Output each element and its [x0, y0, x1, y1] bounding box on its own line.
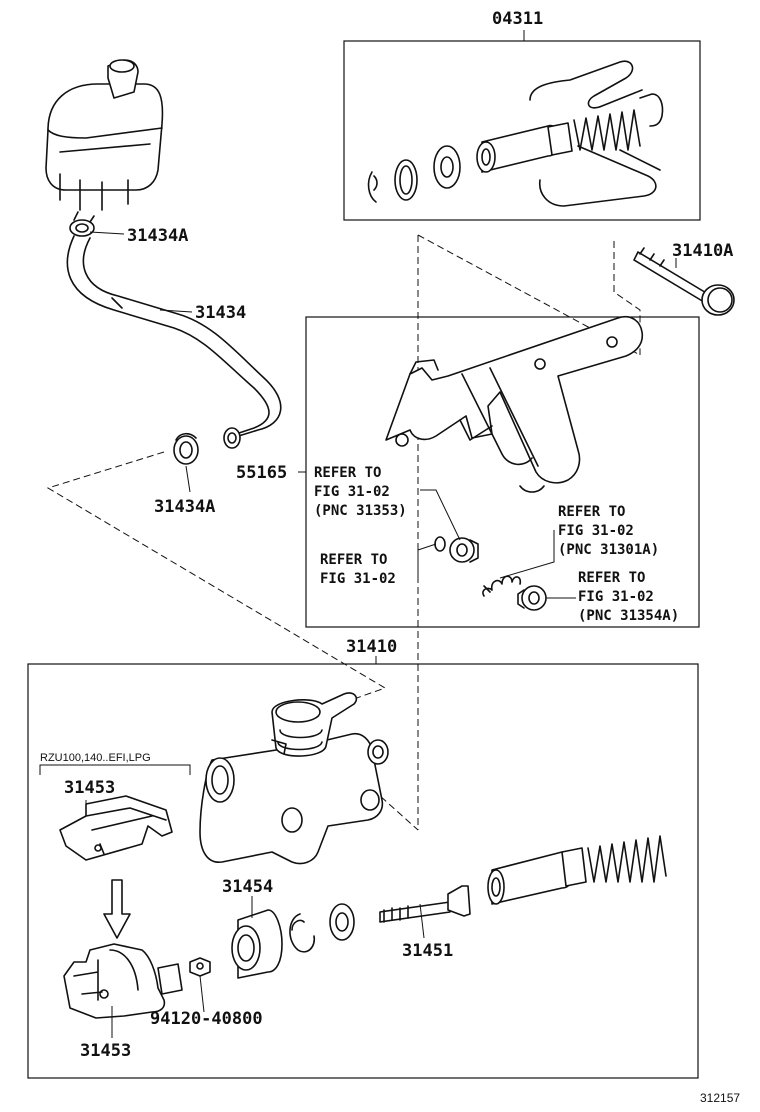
snap-ring-and-washer — [289, 903, 355, 953]
reservoir-tank — [45, 59, 164, 211]
box-04311-kit — [343, 40, 701, 221]
label-55165: 55165 — [236, 463, 287, 483]
refer-note-4-line3: (PNC 31354A) — [578, 608, 679, 624]
refer-note-3-line2: FIG 31-02 — [558, 523, 634, 539]
label-04311: 04311 — [492, 9, 543, 29]
label-31454: 31454 — [222, 877, 273, 897]
bolt-31410A — [633, 247, 735, 316]
label-31453-top: 31453 — [64, 778, 115, 798]
refer-note-1-line1: REFER TO — [314, 465, 381, 481]
refer-note-2-line1: REFER TO — [320, 552, 387, 568]
piston-and-spring — [487, 835, 667, 905]
label-31451: 31451 — [402, 941, 453, 961]
refer-note-1-line2: FIG 31-02 — [314, 484, 390, 500]
leader-lines — [85, 30, 677, 1038]
figure-id: 312157 — [700, 1091, 740, 1105]
refer-note-3-line1: REFER TO — [558, 504, 625, 520]
refer-note-3-line3: (PNC 31301A) — [558, 542, 659, 558]
refer-note-2: REFER TO FIG 31-02 — [320, 552, 396, 587]
label-31453-bottom: 31453 — [80, 1041, 131, 1061]
variant-note: RZU100,140..EFI,LPG — [40, 752, 151, 764]
nut-94120 — [189, 957, 211, 977]
yoke-31453-bottom — [63, 943, 183, 1019]
push-rod-31451 — [379, 885, 471, 923]
box-31410-assembly — [27, 663, 699, 1079]
label-31410: 31410 — [346, 637, 397, 657]
yoke-31453-top — [59, 795, 173, 861]
clamp-31434A-bottom — [173, 432, 199, 465]
label-31410A: 31410A — [672, 241, 733, 261]
arrow-down — [103, 879, 131, 939]
hose-31434 — [66, 235, 282, 449]
label-31434: 31434 — [195, 303, 246, 323]
variant-bracket — [39, 764, 191, 775]
master-cylinder-body — [199, 692, 389, 865]
refer-note-4-line1: REFER TO — [578, 570, 645, 586]
clamp-31434A-top — [69, 211, 95, 237]
refer-note-2-line2: FIG 31-02 — [320, 571, 396, 587]
label-31434A-top: 31434A — [127, 226, 188, 246]
refer-note-4: REFER TO FIG 31-02 (PNC 31354A) — [578, 570, 679, 624]
bushing-parts — [434, 536, 547, 611]
kit-04311-parts — [367, 60, 664, 207]
bracket-55165 — [385, 316, 644, 493]
refer-note-1: REFER TO FIG 31-02 (PNC 31353) — [314, 465, 407, 519]
refer-note-1-line3: (PNC 31353) — [314, 503, 407, 519]
refer-note-4-line2: FIG 31-02 — [578, 589, 654, 605]
label-31434A-bottom: 31434A — [154, 497, 215, 517]
refer-note-3: REFER TO FIG 31-02 (PNC 31301A) — [558, 504, 659, 558]
boot-31454 — [231, 909, 283, 979]
label-94120-40800: 94120-40800 — [150, 1009, 263, 1029]
